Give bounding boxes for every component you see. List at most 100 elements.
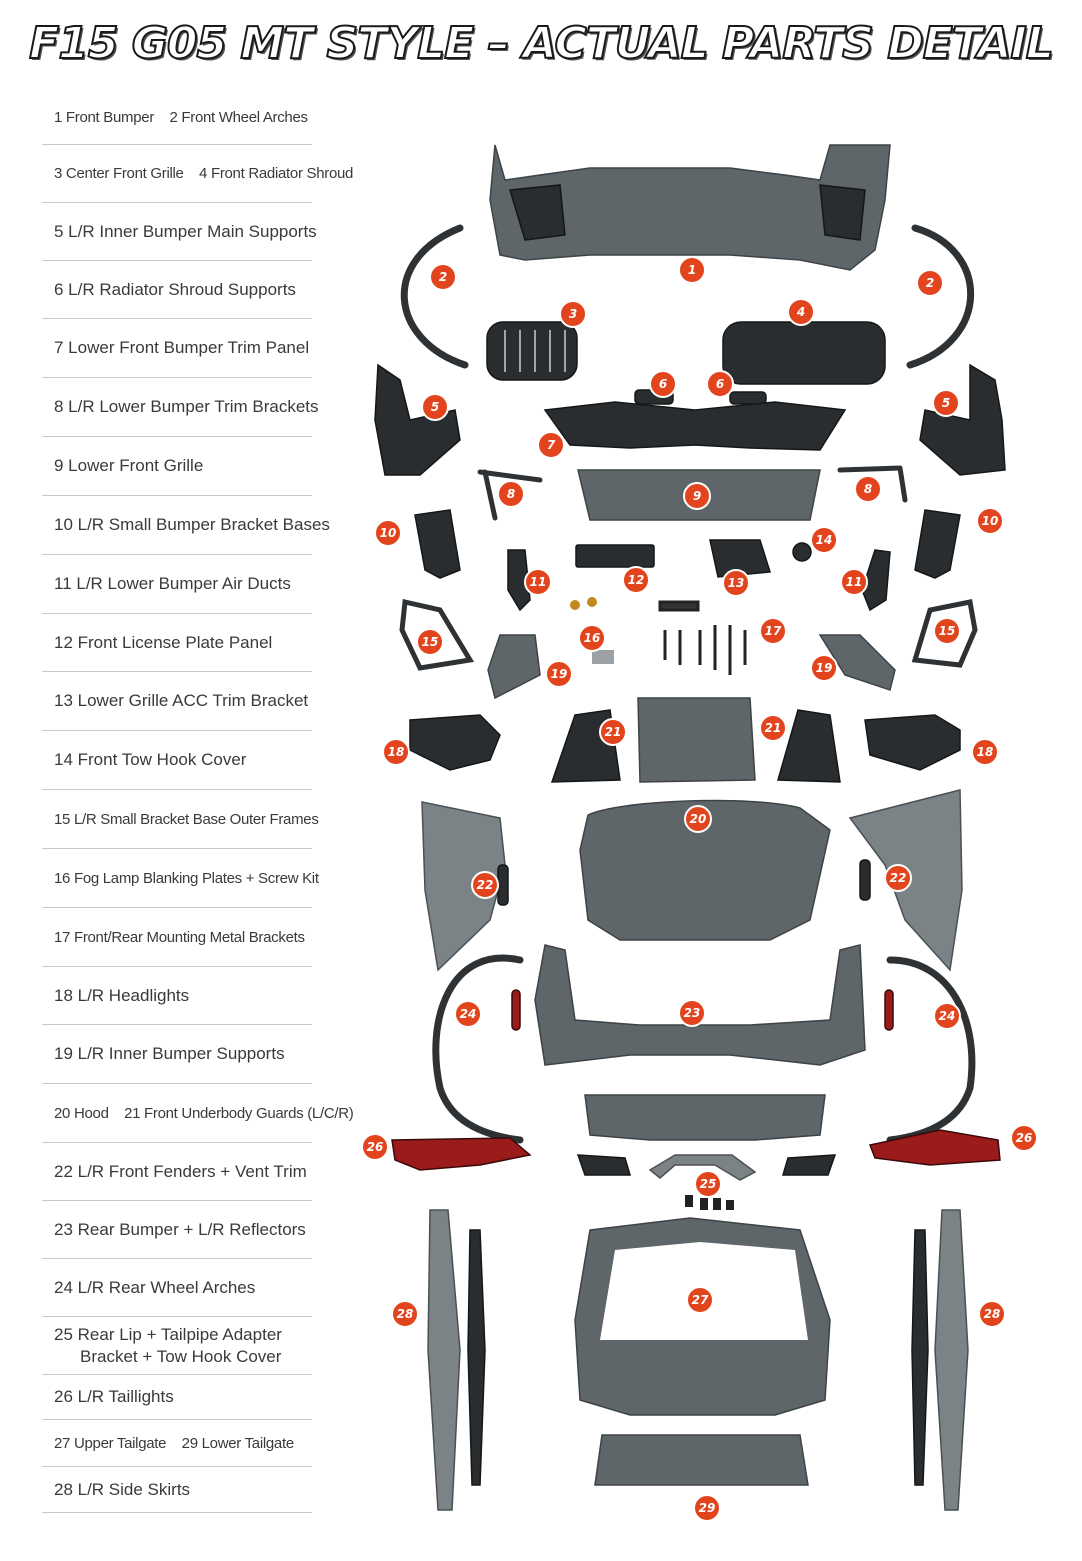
part-number-badge: 3 (559, 300, 587, 328)
legend-text: 24 L/R Rear Wheel Arches (54, 1277, 256, 1297)
part-number-label: 14 (816, 533, 833, 547)
legend-row: 26 L/R Taillights (42, 1375, 312, 1420)
part-number-label: 6 (716, 377, 724, 391)
rear-wheel-arch-left (432, 954, 524, 1144)
part-number-badge: 4 (787, 298, 815, 326)
rear-bumper (534, 944, 866, 1066)
part-number-badge: 28 (391, 1300, 419, 1328)
part-number-label: 10 (982, 514, 999, 528)
part-number-badge: 13 (722, 569, 750, 597)
part-number-badge: 22 (884, 864, 912, 892)
part-number-badge: 26 (1010, 1124, 1038, 1152)
legend-text: 17 Front/Rear Mounting Metal Brackets (54, 928, 305, 946)
hood (579, 799, 831, 941)
legend-text-continued: Bracket + Tow Hook Cover (80, 1346, 282, 1366)
part-number-label: 2 (439, 270, 447, 284)
part-number-label: 27 (692, 1293, 709, 1307)
lower-grille-acc-trim-bracket (709, 539, 771, 578)
part-number-label: 25 (700, 1177, 717, 1191)
legend-text: 9 Lower Front Grille (54, 456, 204, 475)
part-number-badge: 2 (916, 269, 944, 297)
front-tow-hook-cover (792, 542, 812, 562)
part-number-label: 15 (939, 624, 956, 638)
part-number-label: 21 (765, 721, 782, 735)
legend-text: 7 Lower Front Bumper Trim Panel (54, 338, 310, 357)
part-number-label: 4 (796, 305, 805, 319)
part-number-badge: 8 (854, 475, 882, 503)
part-number-badge: 19 (545, 660, 573, 688)
tailpipe-adapter-right (781, 1154, 837, 1176)
rear-wheel-arch-right (886, 956, 976, 1144)
part-number-badge: 28 (978, 1300, 1006, 1328)
side-skirt-left-inner (467, 1229, 486, 1486)
legend-row: 24 L/R Rear Wheel Arches (42, 1259, 312, 1317)
legend-text: 26 L/R Taillights (54, 1387, 174, 1406)
part-number-label: 10 (380, 526, 397, 540)
legend-row: 8 L/R Lower Bumper Trim Brackets (42, 378, 319, 437)
legend-text: 14 Front Tow Hook Cover (54, 750, 247, 769)
lower-tailgate (594, 1434, 809, 1486)
inner-bumper-support-right (919, 363, 1006, 476)
legend-row: 23 Rear Bumper + L/R Reflectors (42, 1201, 312, 1259)
tailpipe-adapter-bracket (648, 1154, 757, 1181)
side-skirt-right (934, 1209, 969, 1511)
legend-row: 20 Hood 21 Front Underbody Guards (L/C/R… (42, 1084, 354, 1143)
part-number-label: 20 (690, 812, 707, 826)
page-title: F15 G05 MT STYLE – ACTUAL PARTS DETAIL (28, 17, 1055, 70)
lower-front-bumper-trim-panel (543, 401, 847, 451)
part-number-badge: 2 (429, 263, 457, 291)
legend-row: 5 L/R Inner Bumper Main Supports (42, 203, 317, 261)
legend-text: 19 L/R Inner Bumper Supports (54, 1044, 285, 1063)
part-number-badge: 26 (361, 1133, 389, 1161)
part-number-label: 6 (659, 377, 667, 391)
legend-row: 9 Lower Front Grille (42, 437, 312, 496)
legend-row: 22 L/R Front Fenders + Vent Trim (42, 1143, 312, 1201)
legend-text: 22 L/R Front Fenders + Vent Trim (54, 1161, 307, 1181)
tailpipe-adapter-left (576, 1154, 632, 1176)
part-number-label: 21 (605, 725, 622, 739)
legend-text: 28 L/R Side Skirts (54, 1479, 191, 1499)
part-number-label: 22 (890, 871, 907, 885)
legend-row: 28 L/R Side Skirts (42, 1467, 312, 1513)
legend-text: 25 Rear Lip + Tailpipe Adapter (54, 1324, 282, 1344)
part-number-badge: 23 (678, 999, 706, 1027)
part-number-badge: 18 (971, 738, 999, 766)
part-number-badge: 21 (759, 714, 787, 742)
part-number-label: 15 (422, 635, 439, 649)
inner-bumper-support-left (374, 363, 461, 476)
legend-text: 16 Fog Lamp Blanking Plates + Screw Kit (54, 869, 319, 887)
headlight-left (409, 714, 501, 771)
part-number-badge: 21 (599, 718, 627, 746)
legend-text: 10 L/R Small Bumper Bracket Bases (54, 515, 330, 534)
legend-row: 3 Center Front Grille 4 Front Radiator S… (42, 145, 353, 203)
rear-lip (584, 1094, 826, 1141)
part-number-label: 26 (367, 1140, 384, 1154)
side-skirt-left (427, 1209, 461, 1511)
inner-bumper-support-19-right (818, 634, 896, 691)
front-underbody-guard-right (777, 709, 841, 783)
part-number-label: 12 (628, 573, 645, 587)
part-number-badge: 22 (471, 871, 499, 899)
legend-row: 1 Front Bumper 2 Front Wheel Arches (42, 90, 312, 145)
part-number-badge: 5 (421, 393, 449, 421)
front-fender-left (421, 801, 506, 972)
part-number-label: 3 (569, 307, 577, 321)
legend-row: 18 L/R Headlights (42, 967, 312, 1025)
part-number-badge: 1 (678, 256, 706, 284)
part-number-badge: 15 (933, 617, 961, 645)
fog-lamp-blanking-plates-screw-kit (570, 597, 614, 664)
legend-text: 18 L/R Headlights (54, 985, 190, 1005)
part-number-label: 11 (530, 575, 547, 589)
legend-row: 13 Lower Grille ACC Trim Bracket (42, 672, 312, 731)
part-number-label: 22 (477, 878, 494, 892)
legend-row: 10 L/R Small Bumper Bracket Bases (42, 496, 330, 555)
center-front-grille (486, 321, 578, 381)
part-number-badge: 10 (374, 519, 402, 547)
legend-text: 27 Upper Tailgate 29 Lower Tailgate (54, 1434, 294, 1452)
part-number-badge: 29 (693, 1494, 721, 1522)
part-number-label: 23 (684, 1006, 701, 1020)
part-number-badge: 24 (454, 1000, 482, 1028)
taillight-right (868, 1129, 1001, 1166)
